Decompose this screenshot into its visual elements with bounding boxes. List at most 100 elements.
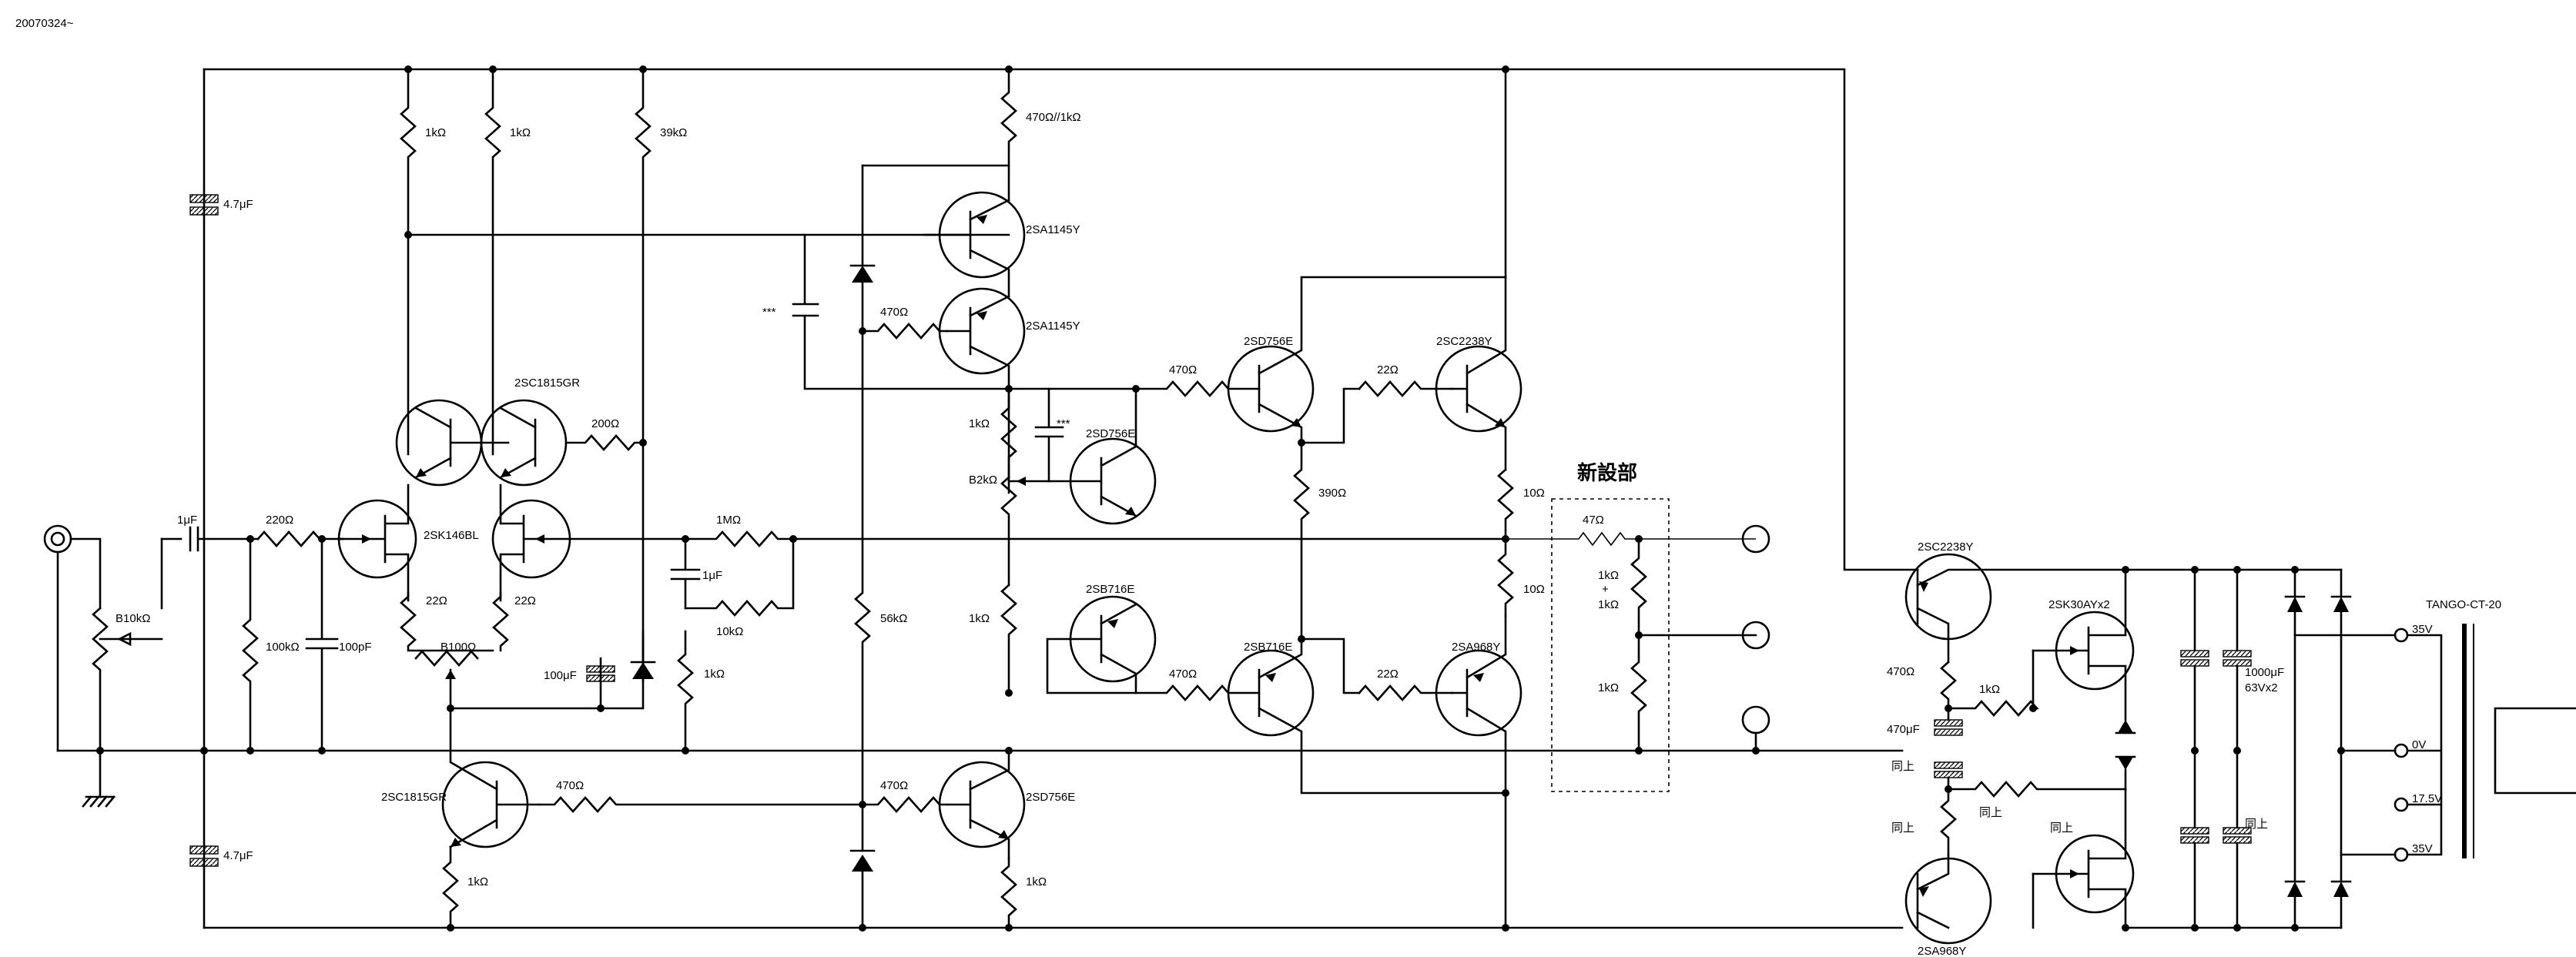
new-r-series: 1kΩ + 1kΩ	[1598, 537, 1757, 637]
input-jack: B10kΩ	[43, 524, 163, 808]
svg-text:1kΩ: 1kΩ	[510, 126, 531, 139]
svg-text:470Ω: 470Ω	[556, 779, 584, 792]
diff-r-200-label: 200Ω	[591, 417, 619, 430]
driver-r-470-bottom: 470Ω	[1134, 668, 1261, 701]
svg-text:2SA968Y: 2SA968Y	[1918, 945, 1966, 957]
svg-text:470Ω: 470Ω	[1887, 665, 1914, 678]
transformer: TANGO-CT-20 35V 0V 17.5V 35V	[2393, 598, 2576, 862]
psu-r-lower: 同上	[1891, 776, 1957, 856]
svg-text:1kΩ: 1kΩ	[969, 612, 990, 625]
vas-r-top: 470Ω//1kΩ	[1000, 68, 1081, 167]
psu-jfet-top: 2SK30AYx2	[2032, 568, 2135, 721]
svg-text:1kΩ: 1kΩ	[1026, 875, 1047, 888]
output-r-22-top: 22Ω	[1358, 363, 1453, 397]
svg-text:10Ω: 10Ω	[1523, 487, 1545, 500]
jfet-label: 2SK146BL	[424, 529, 479, 542]
svg-text:2SK30AYx2: 2SK30AYx2	[2048, 598, 2110, 611]
svg-text:22Ω: 22Ω	[1377, 668, 1399, 681]
svg-text:2SB716E: 2SB716E	[1086, 583, 1134, 596]
jfet-left	[337, 484, 417, 602]
input-resistor-220: 220Ω	[256, 514, 340, 547]
emitter-r-top: 10Ω	[1497, 468, 1545, 540]
svg-text:2SC2238Y: 2SC2238Y	[1436, 335, 1492, 348]
svg-text:1kΩ: 1kΩ	[1598, 569, 1619, 582]
feedback-r-1M: 1MΩ	[684, 514, 795, 547]
diff-load-left: 1kΩ	[400, 68, 446, 456]
supply-cap-upper-label: 4.7μF	[223, 198, 253, 211]
svg-text:22Ω: 22Ω	[514, 594, 536, 607]
svg-text:470μF: 470μF	[1887, 723, 1920, 736]
emitter-r-bottom: 10Ω	[1497, 537, 1545, 617]
svg-text:2SC1815GR: 2SC1815GR	[381, 791, 447, 804]
psu-filter-caps: 1000μF 63Vx2 同上	[2124, 568, 2343, 929]
output-transistor-top: 2SC2238Y	[1435, 276, 1522, 471]
vas-cap: ***	[762, 233, 1010, 390]
svg-text:39kΩ: 39kΩ	[660, 126, 687, 139]
psu-c-470u: 470μF	[1887, 719, 1963, 736]
svg-text:2SA1145Y: 2SA1145Y	[1026, 320, 1080, 333]
svg-text:1000μF: 1000μF	[2245, 666, 2284, 679]
svg-text:22Ω: 22Ω	[1377, 363, 1399, 376]
vas-low-r-470: 470Ω	[861, 779, 949, 813]
psu-transistor-bottom: 2SA968Y	[1904, 853, 1992, 957]
psu-transistor-top: 2SC2238Y	[1904, 540, 2127, 664]
svg-text:B100Ω: B100Ω	[440, 641, 476, 654]
svg-text:35V: 35V	[2412, 842, 2433, 855]
bias-transistor-lower: 2SB716E	[1046, 583, 1157, 694]
svg-text:100pF: 100pF	[339, 641, 372, 654]
trim-b100: B100Ω	[414, 641, 479, 710]
svg-text:10Ω: 10Ω	[1523, 583, 1545, 596]
svg-text:TANGO-CT-20: TANGO-CT-20	[2426, 598, 2501, 611]
psu-r-470: 470Ω	[1887, 661, 1957, 721]
diff-r-39k: 39kΩ	[635, 68, 687, 683]
r-1k-ref: 1kΩ	[677, 630, 725, 752]
cc-r-1k: 1kΩ	[442, 845, 488, 929]
psu-c-same: 同上	[1891, 760, 1963, 778]
supply-cap-lower: 4.7μF	[189, 845, 253, 867]
svg-text:390Ω: 390Ω	[1318, 487, 1346, 500]
svg-text:22Ω: 22Ω	[426, 594, 447, 607]
svg-text:***: ***	[762, 306, 776, 319]
driver-r-390: 390Ω	[1293, 441, 1346, 641]
psu-r-1k: 1kΩ	[1947, 683, 2039, 717]
svg-text:同上: 同上	[1979, 806, 2002, 819]
svg-text:470Ω: 470Ω	[880, 779, 908, 792]
driver-transistor-bottom: 2SB716E	[1227, 637, 1507, 795]
svg-text:470Ω: 470Ω	[1169, 668, 1197, 681]
svg-text:1MΩ: 1MΩ	[716, 514, 741, 527]
diff-load-right: 1kΩ	[484, 68, 531, 456]
svg-text:100μF: 100μF	[544, 669, 577, 682]
svg-text:470Ω: 470Ω	[1169, 363, 1197, 376]
svg-text:56kΩ: 56kΩ	[880, 612, 907, 625]
bias-transistor-upper: 2SD756E	[1046, 387, 1157, 525]
driver-transistor-top: 2SD756E	[1227, 276, 1507, 444]
supply-cap-upper: 4.7μF	[189, 194, 253, 216]
source-resistors: 22Ω 22Ω	[400, 591, 536, 652]
svg-text:2SD756E: 2SD756E	[1244, 335, 1293, 348]
psu-r-same: 同上	[1947, 781, 2127, 819]
driver-r-470-top: 470Ω	[1134, 363, 1261, 397]
vas-r-56k: 56kΩ	[854, 330, 907, 852]
svg-text:同上: 同上	[2245, 818, 2268, 831]
vas-low-transistor: 2SD756E	[938, 749, 1075, 860]
svg-text:100kΩ: 100kΩ	[266, 641, 300, 654]
svg-text:同上: 同上	[1891, 821, 1914, 835]
input-resistor-100k: 100kΩ	[242, 537, 300, 752]
new-section-box	[1551, 498, 1670, 792]
zener-diff	[630, 637, 656, 679]
psu-zener-pair	[2115, 720, 2136, 770]
svg-text:1kΩ: 1kΩ	[969, 417, 990, 430]
cc-source-transistor: 2SC1815GR	[381, 707, 541, 848]
output-r-22-bottom: 22Ω	[1358, 668, 1453, 701]
svg-text:同上: 同上	[1891, 760, 1914, 773]
svg-text:B2kΩ: B2kΩ	[969, 473, 997, 487]
input-pot-label: B10kΩ	[116, 612, 150, 625]
feedback-c-1u: 1μF	[670, 537, 722, 610]
svg-text:1μF: 1μF	[702, 569, 722, 582]
svg-text:2SC2238Y: 2SC2238Y	[1918, 540, 1974, 554]
input-cap-label: 1μF	[177, 514, 197, 527]
svg-text:同上: 同上	[2050, 821, 2073, 835]
bias-trim: B2kΩ	[969, 473, 1049, 587]
new-section-label: 新設部	[1577, 461, 1637, 484]
svg-text:17.5V: 17.5V	[2412, 792, 2442, 805]
